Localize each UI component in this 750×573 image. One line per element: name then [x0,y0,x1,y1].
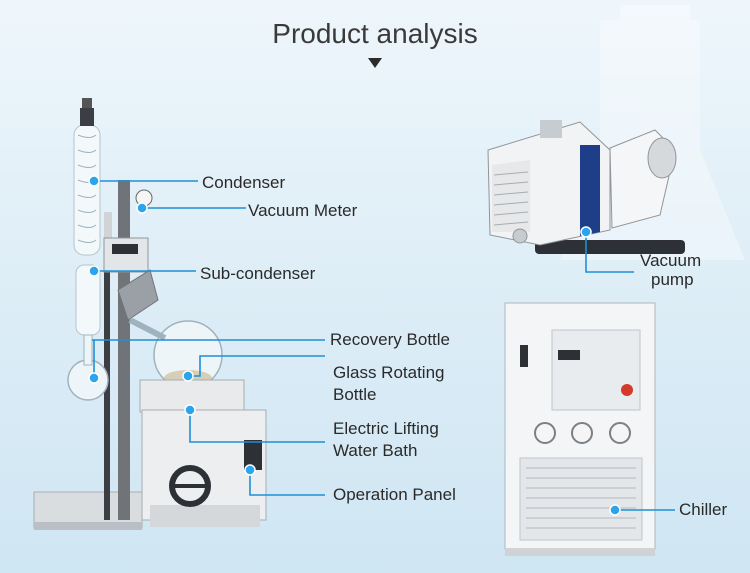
page-title: Product analysis [272,18,478,49]
title-down-arrow-icon [368,58,382,68]
callout-dots [88,175,621,516]
label-vacuum-pump-line2: pump [651,270,694,289]
label-chiller: Chiller [679,500,728,519]
callout-lines [92,180,675,511]
vacuum-pump [487,120,685,254]
label-recovery-bottle: Recovery Bottle [330,330,450,349]
label-water-bath-line2: Water Bath [333,441,418,460]
label-vacuum-meter: Vacuum Meter [248,201,358,220]
chiller [504,302,656,556]
label-water-bath-line1: Electric Lifting [333,419,439,438]
label-sub-condenser: Sub-condenser [200,264,316,283]
rotary-evaporator [33,98,267,530]
label-glass-rotating-bottle-line2: Bottle [333,385,377,404]
label-operation-panel: Operation Panel [333,485,456,504]
label-condenser: Condenser [202,173,286,192]
label-glass-rotating-bottle-line1: Glass Rotating [333,363,445,382]
label-vacuum-pump-line1: Vacuum [640,251,702,270]
